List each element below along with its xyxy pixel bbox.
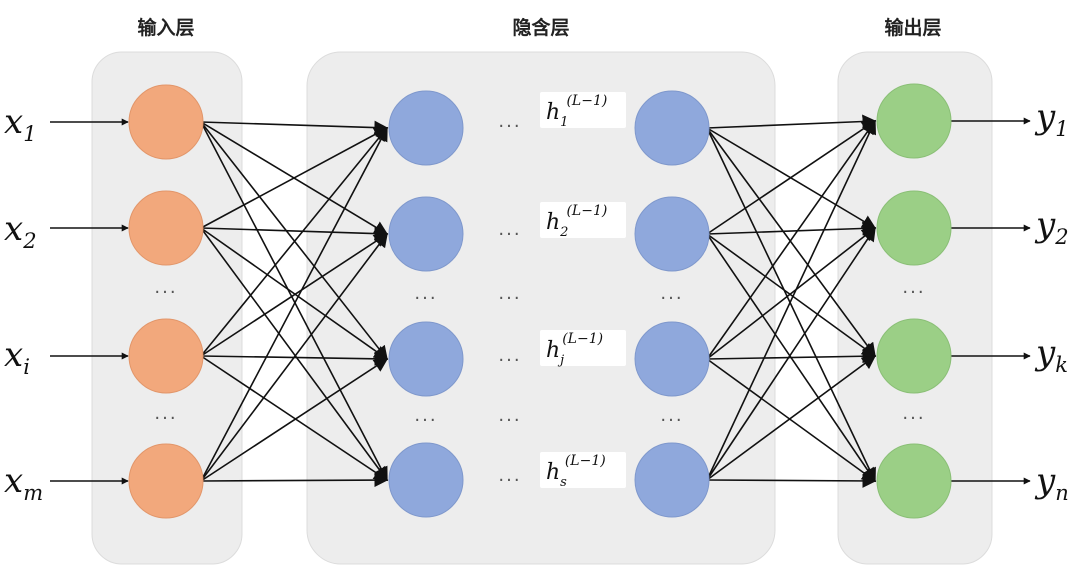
- edge-hidden-output: [706, 119, 876, 360]
- ellipsis-marks: ··· ··· ··· ··· ··· ··· ··· ··· ··· ··· …: [154, 116, 925, 491]
- ellipsis: ···: [154, 408, 177, 429]
- output-label: y2: [1034, 205, 1069, 249]
- output-arrows: [951, 117, 1031, 485]
- output-layer-panel: [837, 51, 993, 565]
- ellipsis: ···: [414, 288, 437, 309]
- edge-hidden-output: [706, 120, 877, 235]
- input-arrows: [50, 118, 129, 485]
- connection-edges: [200, 114, 877, 488]
- input-node: [128, 443, 204, 519]
- input-layer-panel: [91, 51, 243, 565]
- edge-hidden-output: [706, 119, 876, 481]
- hidden-label: hj(L−1): [546, 331, 603, 368]
- edge-hidden-output: [706, 358, 877, 482]
- hidden-label: h1(L−1): [546, 93, 607, 130]
- edge-hidden-output: [706, 221, 877, 236]
- edge-input-hidden: [200, 232, 388, 482]
- ellipsis: ···: [498, 410, 521, 431]
- edge-hidden-output: [706, 127, 876, 483]
- edge-hidden-output: [706, 349, 877, 364]
- output-label: yn: [1034, 461, 1069, 505]
- edge-input-hidden: [200, 358, 389, 482]
- ellipsis: ···: [660, 288, 683, 309]
- ellipsis: ···: [498, 350, 521, 371]
- output-label: yk: [1034, 333, 1068, 377]
- hidden-node: [634, 90, 710, 166]
- hidden-label: hs(L−1): [546, 453, 606, 490]
- input-label: x1: [4, 102, 37, 146]
- edge-hidden-output: [706, 473, 877, 488]
- hidden-node: [388, 90, 464, 166]
- edge-hidden-output: [706, 227, 877, 360]
- edge-hidden-output: [706, 226, 876, 481]
- edge-input-hidden: [200, 227, 388, 482]
- hidden-node: [634, 196, 710, 272]
- edge-hidden-output: [706, 114, 877, 129]
- hidden-node: [388, 321, 464, 397]
- hidden-node: [634, 321, 710, 397]
- ellipsis: ···: [498, 116, 521, 137]
- ellipsis: ···: [498, 224, 521, 245]
- edge-input-hidden: [200, 473, 389, 488]
- output-node: [876, 190, 952, 266]
- hidden-layer-panel: [306, 51, 776, 565]
- input-label: xi: [4, 335, 30, 379]
- output-labels: y1 y2 yk yn: [1034, 97, 1069, 505]
- hidden-node: [388, 196, 464, 272]
- edge-hidden-output: [706, 233, 877, 357]
- ellipsis: ···: [498, 470, 521, 491]
- edge-hidden-output: [706, 355, 877, 481]
- edge-input-hidden: [200, 227, 389, 360]
- edge-input-hidden: [200, 127, 389, 229]
- edge-input-hidden: [200, 120, 389, 135]
- ellipsis: ···: [902, 408, 925, 429]
- hidden-node: [388, 442, 464, 518]
- hidden-label: h2(L−1): [546, 203, 607, 240]
- output-node: [876, 443, 952, 519]
- edge-input-hidden: [200, 233, 389, 357]
- ellipsis: ···: [902, 282, 925, 303]
- ellipsis: ···: [154, 282, 177, 303]
- hidden-node: [634, 442, 710, 518]
- edge-input-hidden: [200, 126, 388, 357]
- input-labels: x1 x2 xi xm: [4, 102, 43, 505]
- input-node: [128, 84, 204, 160]
- hidden-labels: h1(L−1) h2(L−1) hj(L−1) hs(L−1): [540, 92, 626, 490]
- edge-input-hidden: [200, 226, 389, 241]
- input-label: xm: [4, 461, 43, 505]
- output-label: y1: [1034, 97, 1069, 141]
- input-layer-title: 输入层: [137, 16, 194, 39]
- edge-input-hidden: [200, 355, 389, 481]
- input-node: [128, 190, 204, 266]
- edge-input-hidden: [200, 126, 388, 482]
- nodes: [128, 83, 952, 519]
- output-node: [876, 318, 952, 394]
- ellipsis: ···: [498, 288, 521, 309]
- output-layer-title: 输出层: [884, 16, 941, 39]
- ellipsis: ···: [660, 410, 683, 431]
- edge-hidden-output: [706, 127, 876, 358]
- output-node: [876, 83, 952, 159]
- ellipsis: ···: [414, 410, 437, 431]
- input-node: [128, 318, 204, 394]
- edge-input-hidden: [200, 121, 388, 361]
- input-label: x2: [4, 209, 37, 253]
- hidden-layer-title: 隐含层: [512, 16, 569, 39]
- edge-input-hidden: [200, 121, 388, 482]
